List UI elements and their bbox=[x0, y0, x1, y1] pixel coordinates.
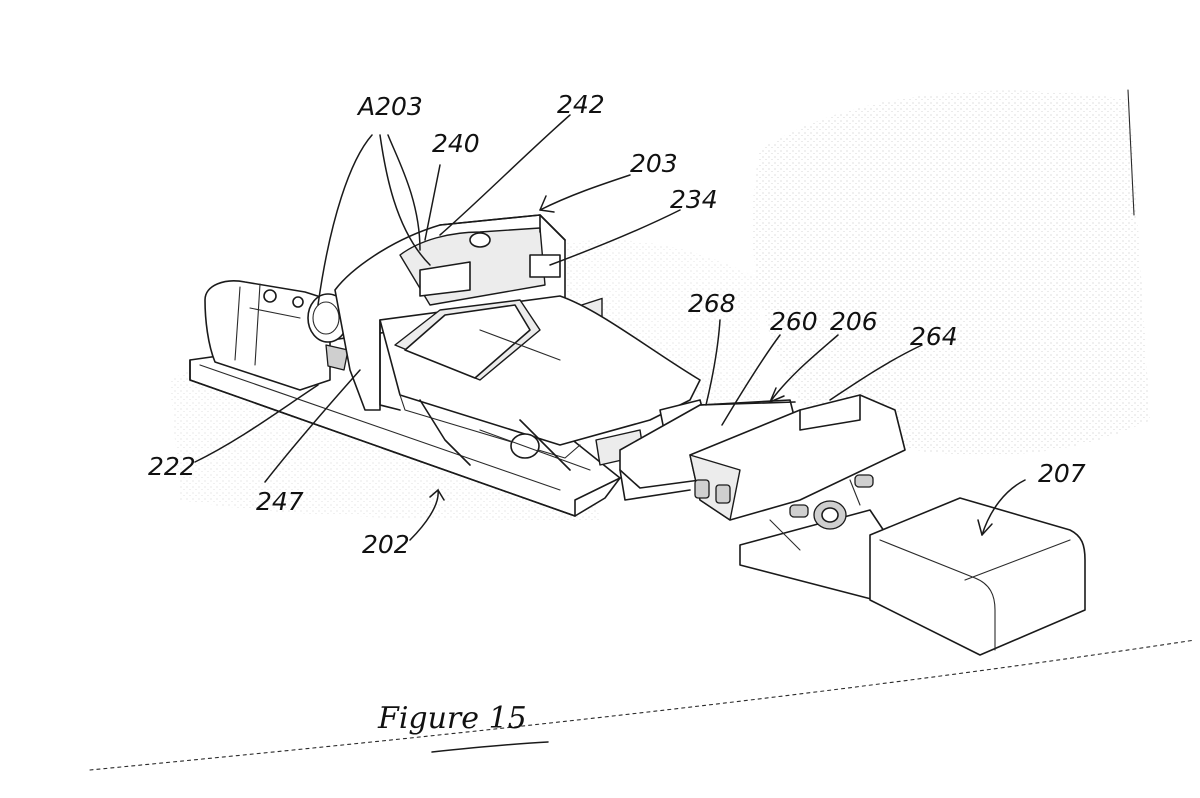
label-240: 240 bbox=[432, 129, 480, 158]
label-264: 264 bbox=[910, 322, 958, 351]
label-202: 202 bbox=[362, 530, 410, 559]
scan-edges bbox=[89, 89, 1196, 771]
platform-234 bbox=[379, 295, 701, 459]
clamp-head-264 bbox=[689, 394, 906, 521]
label-260: 260 bbox=[770, 307, 818, 336]
caption-text: Figure 15 bbox=[377, 701, 527, 736]
label-247: 247 bbox=[256, 487, 304, 516]
label-203: 203 bbox=[630, 149, 678, 178]
label-a203: A203 bbox=[356, 92, 423, 121]
block-207 bbox=[869, 497, 1086, 656]
label-242: 242 bbox=[557, 90, 605, 119]
scissor-support bbox=[419, 399, 591, 471]
label-268: 268 bbox=[688, 289, 736, 318]
label-206: 206 bbox=[830, 307, 878, 336]
leader-lines bbox=[194, 114, 1026, 541]
reference-labels: A203 242 240 203 234 268 260 206 264 207… bbox=[148, 90, 1086, 559]
label-234: 234 bbox=[670, 185, 718, 214]
label-207: 207 bbox=[1038, 459, 1086, 488]
figure-caption: Figure 15 bbox=[377, 701, 549, 753]
label-222: 222 bbox=[148, 452, 196, 481]
